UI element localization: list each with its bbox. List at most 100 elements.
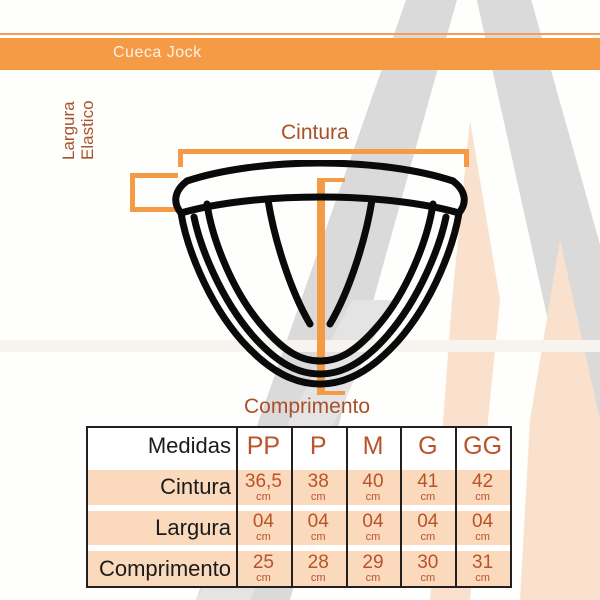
- table-header-measures: Medidas: [88, 428, 236, 464]
- table-cell-number: 04: [472, 511, 494, 533]
- table-cell-unit: cm: [256, 490, 271, 503]
- cintura-guide-bar: [178, 149, 469, 154]
- table-cell-number: 30: [417, 552, 439, 574]
- table-cell-number: 04: [417, 511, 439, 533]
- table-header-size-pp: PP: [236, 428, 291, 464]
- table-cell-unit: cm: [420, 490, 436, 503]
- largura-elastico-label-line1: Largura: [59, 101, 78, 160]
- largura-guide-bottom: [130, 207, 178, 212]
- table-row-label-text: Comprimento: [98, 555, 231, 581]
- table-cell-unit: cm: [475, 572, 490, 585]
- table-column-divider: [400, 428, 403, 586]
- table-row-label-largura: Largura: [88, 511, 236, 546]
- table-row-band: [88, 510, 510, 546]
- table-row-label-text: Largura: [155, 514, 231, 540]
- table-cell-number: 40: [362, 470, 384, 492]
- table-cell-number: 04: [362, 511, 384, 533]
- largura-elastico-label: Largura Elastico: [59, 100, 117, 256]
- page-title: Cueca Jock: [113, 44, 202, 61]
- table-row-band: [88, 551, 510, 586]
- table-cell-number: 41: [417, 470, 439, 492]
- largura-elastico-label-line2: Elastico: [78, 100, 97, 160]
- jockstrap-outline-icon: [172, 160, 468, 388]
- table-cell-number: 29: [362, 552, 384, 574]
- table-cell-unit: cm: [310, 490, 326, 503]
- table-cell-unit: cm: [310, 531, 326, 544]
- table-cell-unit: cm: [365, 531, 381, 544]
- table-row-label-comprimento: Comprimento: [88, 551, 236, 586]
- table-cell-unit: cm: [310, 572, 326, 585]
- table-cell-number: 28: [307, 552, 329, 574]
- table-cell-number: 25: [252, 552, 274, 574]
- table-cell-number: 04: [252, 511, 274, 533]
- table-cell-number: 31: [472, 552, 494, 574]
- table-cell-number: 04: [307, 511, 329, 533]
- table-row-band: [88, 470, 510, 505]
- largura-guide-vert: [130, 173, 135, 212]
- table-header-size-p: P: [291, 428, 346, 464]
- table-column-divider: [455, 428, 458, 586]
- table-cell-unit: cm: [365, 572, 381, 585]
- cintura-guide-tick-right: [464, 149, 469, 167]
- table-cell-unit: cm: [420, 572, 436, 585]
- top-divider-rule: [0, 33, 600, 35]
- table-row-label-text: Cintura: [160, 474, 231, 500]
- table-column-divider: [236, 428, 238, 586]
- cintura-guide-tick-left: [178, 149, 183, 167]
- comprimento-guide-bar: [317, 178, 325, 395]
- table-cell-unit: cm: [475, 490, 490, 503]
- table-cell-unit: cm: [256, 572, 271, 585]
- table-cell-number: 36,5: [244, 470, 282, 492]
- table-cell-unit: cm: [420, 531, 436, 544]
- table-cell-number: 42: [472, 470, 494, 492]
- table-header-size-g: G: [400, 428, 455, 464]
- table-header-size-gg: GG: [455, 428, 510, 464]
- table-header-measures-text: Medidas: [147, 433, 231, 458]
- table-column-divider: [345, 428, 348, 586]
- table-header-size-text: PP: [246, 431, 281, 460]
- title-band: [0, 38, 600, 70]
- table-row-label-cintura: Cintura: [88, 470, 236, 505]
- table-column-divider: [290, 428, 293, 586]
- cintura-label: Cintura: [281, 121, 349, 144]
- table-header-size-text: G: [418, 431, 438, 460]
- comprimento-guide-tick-bottom: [317, 391, 345, 395]
- largura-guide-top: [130, 173, 178, 178]
- table-header-size-text: P: [309, 431, 327, 460]
- table-header-size-text: GG: [463, 431, 503, 460]
- comprimento-label: Comprimento: [244, 395, 371, 418]
- table-cell-unit: cm: [256, 531, 271, 544]
- table-header-size-m: M: [346, 428, 401, 464]
